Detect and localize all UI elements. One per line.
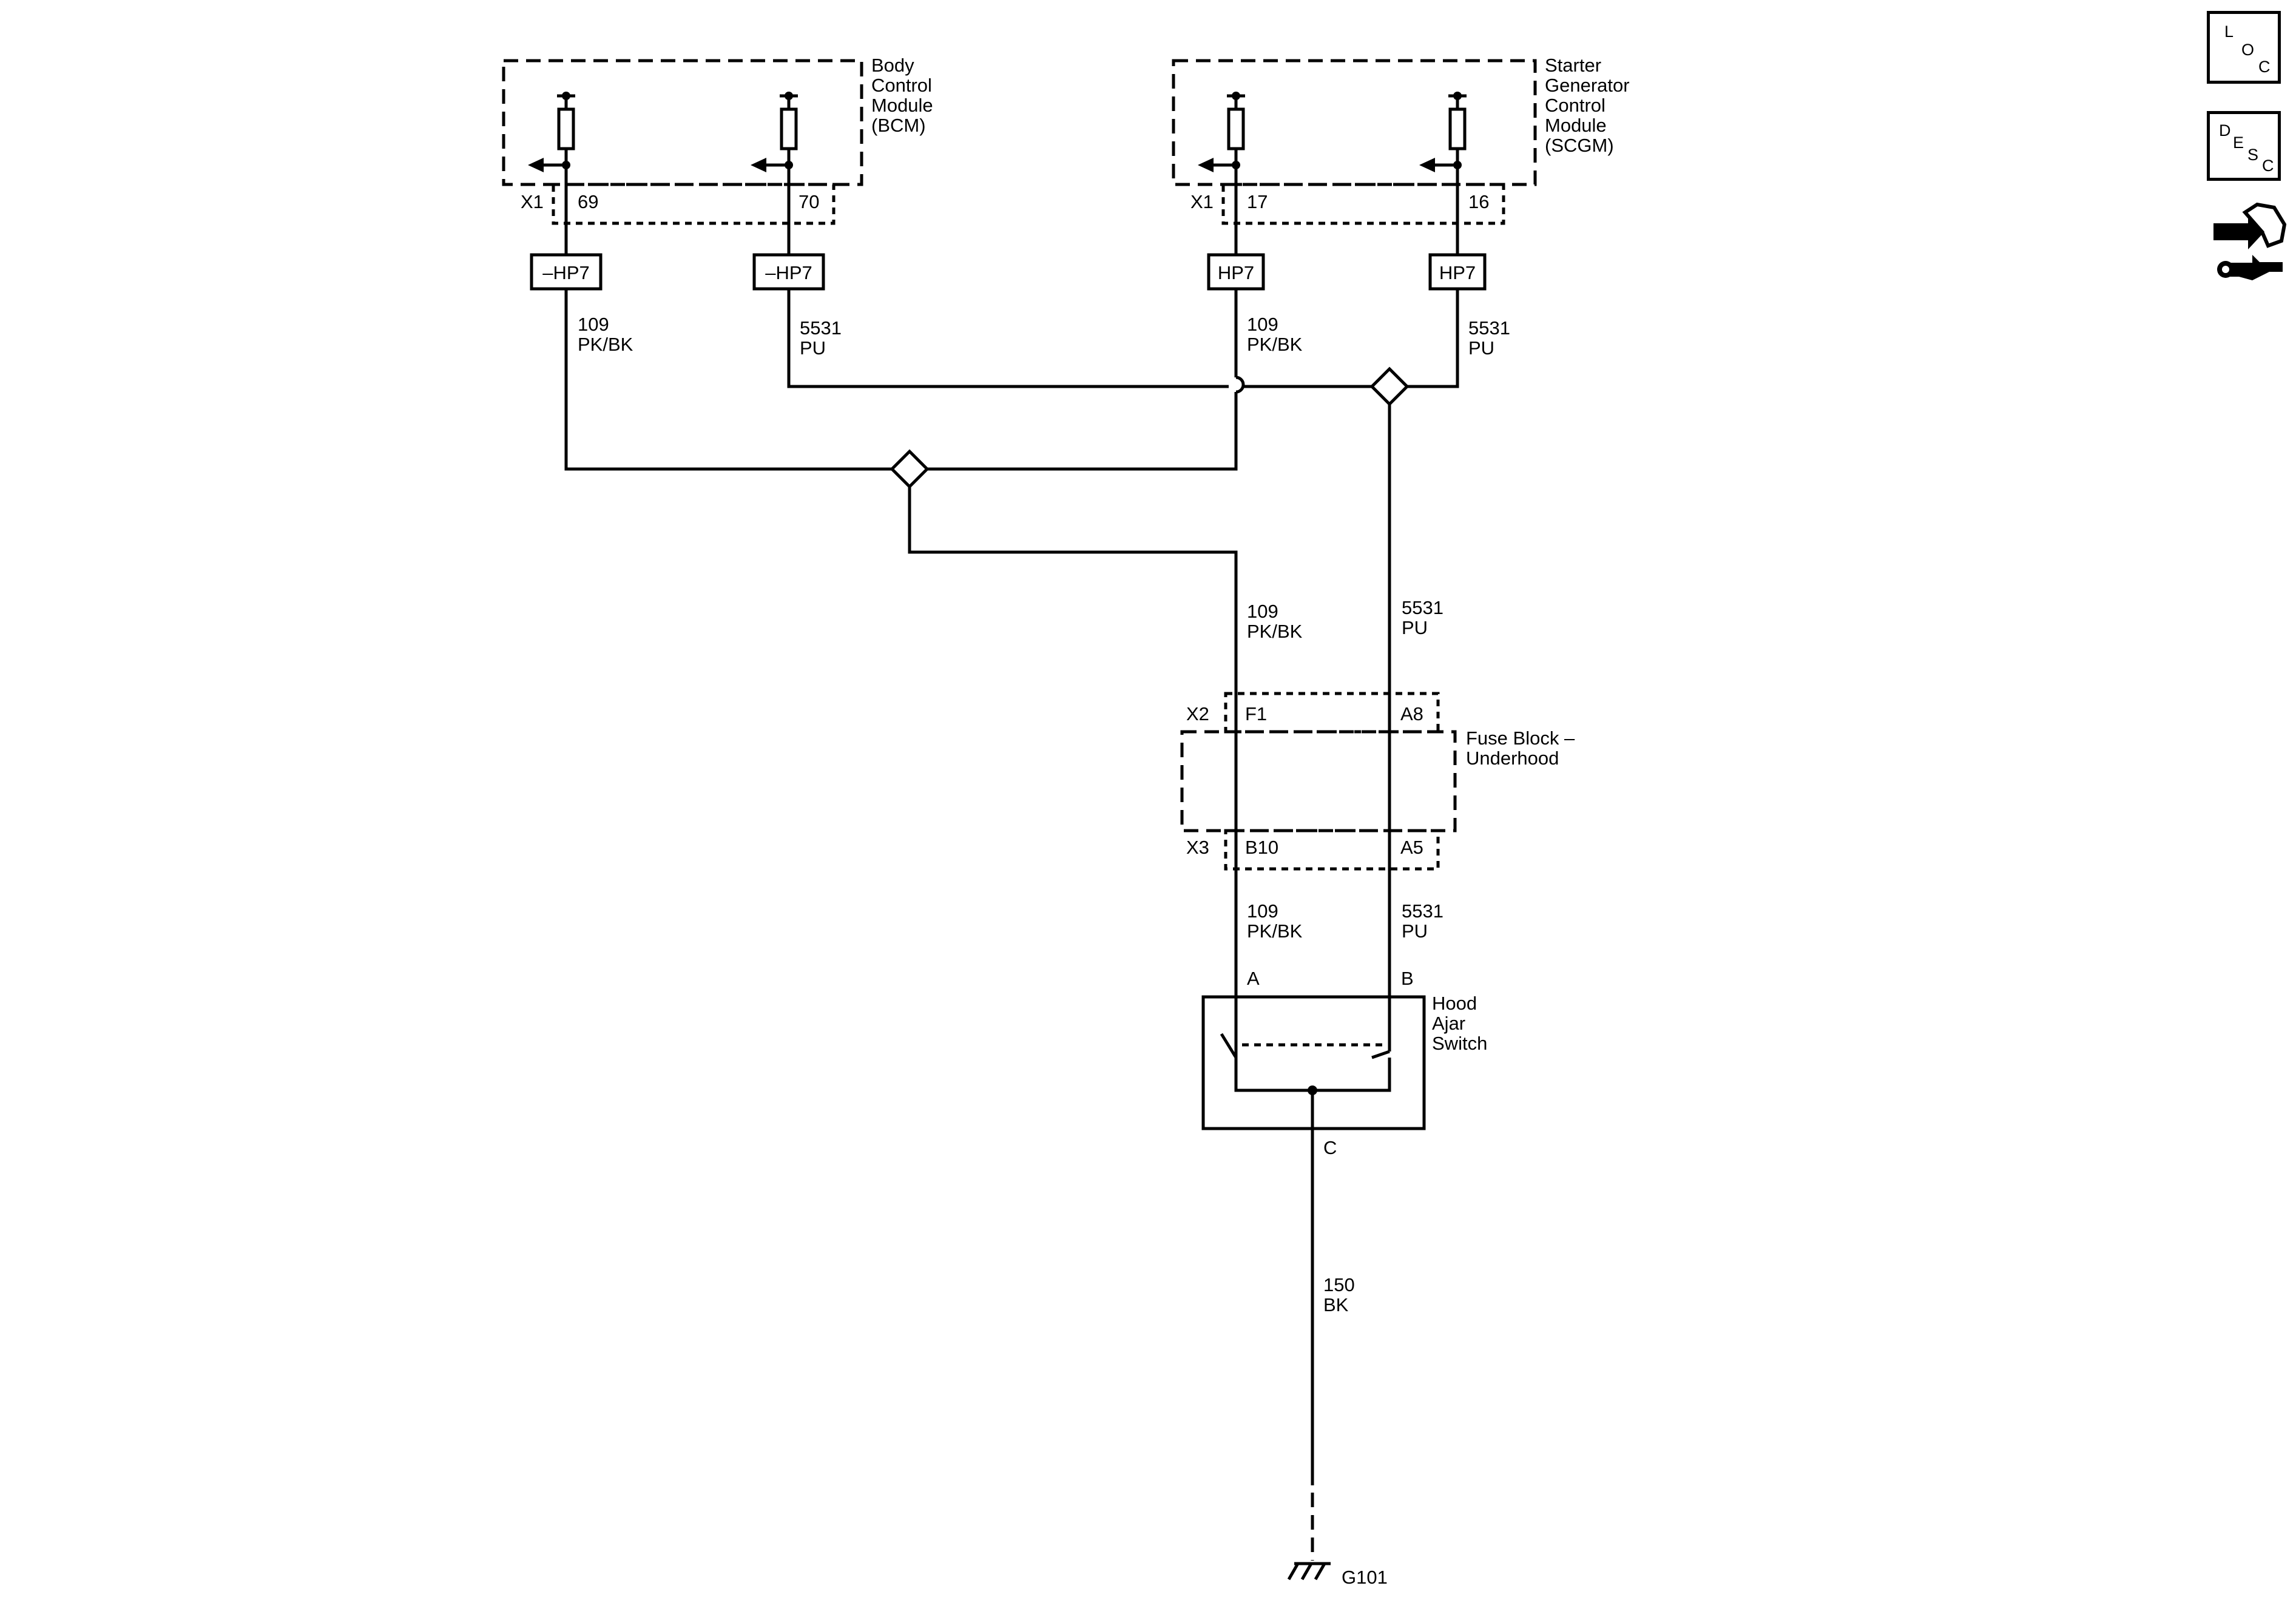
- description-icon[interactable]: D E S C: [2207, 111, 2281, 181]
- bcm-connector-outline: [552, 183, 836, 225]
- scgm-pin-17: 17: [1247, 191, 1268, 212]
- wire-label-lower-pk: 109 PK/BK: [1247, 900, 1303, 942]
- scgm-outline: [1172, 59, 1537, 186]
- wire-label-bcm-pu: 5531 PU: [800, 317, 847, 359]
- wire-label-lower-pu: 5531 PU: [1402, 900, 1449, 942]
- scgm-connector-outline: [1221, 183, 1505, 225]
- wire-label-scgm-pu: 5531 PU: [1468, 317, 1516, 359]
- scgm-resistor-17: [1198, 92, 1245, 172]
- ground-label: G101: [1342, 1567, 1388, 1588]
- wire-label-bk: 150 BK: [1323, 1274, 1360, 1315]
- wire-label-mid-pk: 109 PK/BK: [1247, 601, 1303, 642]
- hp7-box-2: –HP7: [752, 253, 825, 291]
- splice-pu: [1369, 366, 1410, 407]
- wire-label-mid-pu: 5531 PU: [1402, 597, 1449, 638]
- scgm-pin-16: 16: [1468, 191, 1489, 212]
- fuse-block-name: Fuse Block – Underhood: [1466, 727, 1580, 769]
- fuse-block-pin-a5: A5: [1400, 837, 1423, 858]
- switch-contacts: [1220, 1031, 1391, 1095]
- switch-pin-a: A: [1247, 968, 1260, 989]
- switch-pin-c: C: [1323, 1137, 1337, 1158]
- fuse-block-x2-outline: [1224, 692, 1440, 734]
- fuse-block-pin-b10: B10: [1245, 837, 1278, 858]
- ground-icon: [1287, 1562, 1331, 1581]
- connector-repair-icon[interactable]: [2213, 202, 2287, 280]
- bcm-pin-70: 70: [799, 191, 819, 212]
- svg-text:–HP7: –HP7: [542, 262, 590, 283]
- fuse-block-x2-label: X2: [1186, 703, 1209, 724]
- svg-text:HP7: HP7: [1218, 262, 1254, 283]
- bcm-pin-69: 69: [578, 191, 598, 212]
- fuse-block-outline: [1180, 730, 1457, 832]
- bcm-name: Body Control Module (BCM): [871, 55, 938, 136]
- bcm-outline: [502, 59, 863, 186]
- svg-text:HP7: HP7: [1439, 262, 1476, 283]
- splice-pk: [890, 449, 930, 489]
- switch-pin-b: B: [1401, 968, 1414, 989]
- scgm-connector-label: X1: [1190, 191, 1214, 212]
- hp7-box-1: –HP7: [530, 253, 603, 291]
- location-icon[interactable]: L O C: [2207, 11, 2281, 84]
- hp7-box-3: HP7: [1207, 253, 1265, 291]
- bcm-resistor-69: [528, 92, 575, 172]
- scgm-name: Starter Generator Control Module (SCGM): [1545, 55, 1635, 156]
- bcm-resistor-70: [751, 92, 798, 172]
- fuse-block-x3-label: X3: [1186, 837, 1209, 858]
- svg-text:–HP7: –HP7: [765, 262, 812, 283]
- fuse-block-pin-a8: A8: [1400, 703, 1423, 724]
- hp7-box-4: HP7: [1428, 253, 1487, 291]
- wire-label-bcm-pk: 109 PK/BK: [578, 314, 633, 355]
- switch-name: Hood Ajar Switch: [1432, 993, 1487, 1054]
- bcm-connector-label: X1: [521, 191, 544, 212]
- fuse-block-pin-f1: F1: [1245, 703, 1267, 724]
- fuse-block-x3-outline: [1224, 829, 1440, 871]
- scgm-resistor-16: [1419, 92, 1467, 172]
- wire-label-scgm-pk: 109 PK/BK: [1247, 314, 1303, 355]
